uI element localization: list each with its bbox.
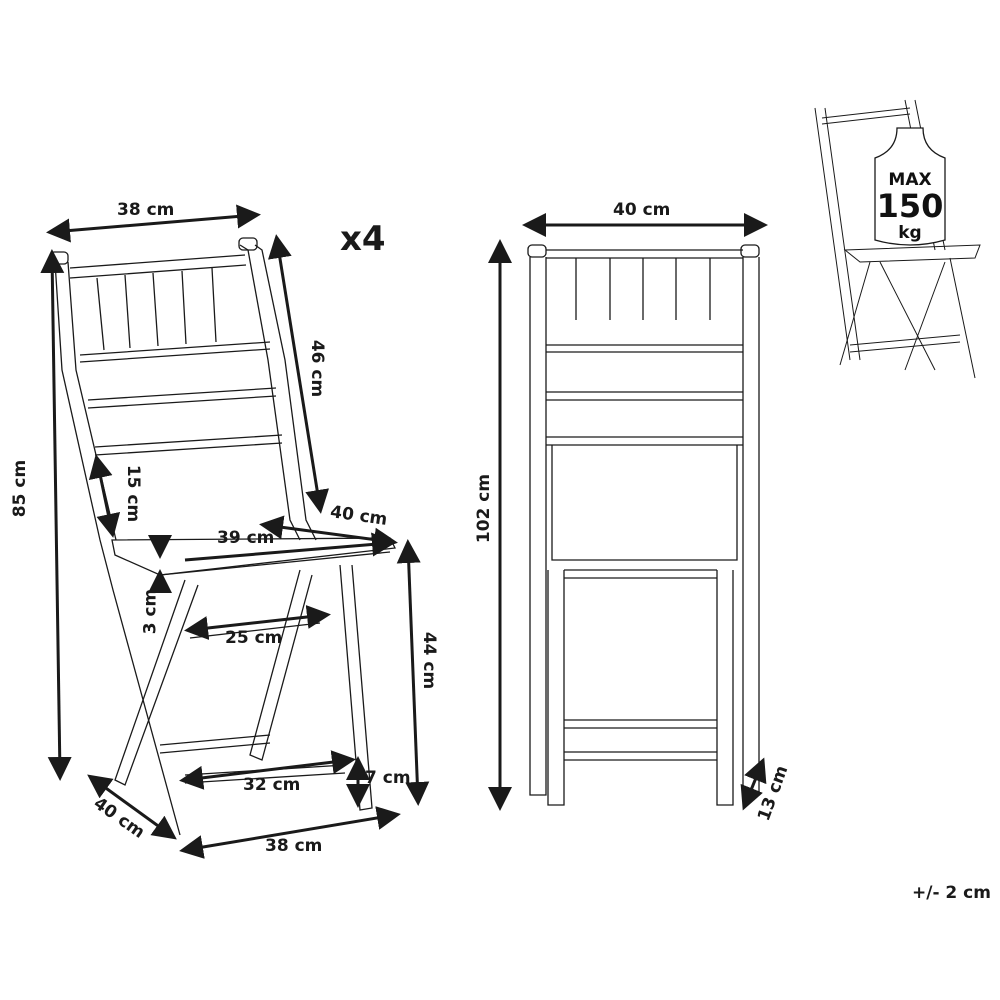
foot-clearance-label: 7 cm <box>365 768 411 788</box>
folded-width-label: 40 cm <box>613 200 671 220</box>
weight-icon <box>874 127 946 246</box>
back-height-label: 46 cm <box>307 339 328 398</box>
folded-view-chair <box>527 244 760 806</box>
upper-crossbar-label: 25 cm <box>225 628 283 648</box>
lumbar-gap-label: 15 cm <box>123 464 144 523</box>
seat-height-label: 44 cm <box>419 631 440 690</box>
tolerance-label: +/- 2 cm <box>912 883 991 903</box>
folded-height-label: 102 cm <box>474 473 495 544</box>
total-height-label: 85 cm <box>10 459 31 518</box>
top-width-label: 38 cm <box>117 200 175 220</box>
dimension-arrows <box>40 204 768 859</box>
weight-unit: kg <box>898 223 922 243</box>
seat-width-label: 39 cm <box>217 528 275 548</box>
max-label: MAX <box>888 170 932 190</box>
base-width-label: 38 cm <box>265 836 323 856</box>
weight-value: 150 <box>876 187 944 225</box>
seat-thickness-label: 3 cm <box>140 588 161 635</box>
quantity-label: x4 <box>340 219 386 259</box>
lower-crossbar-label: 32 cm <box>243 775 301 795</box>
